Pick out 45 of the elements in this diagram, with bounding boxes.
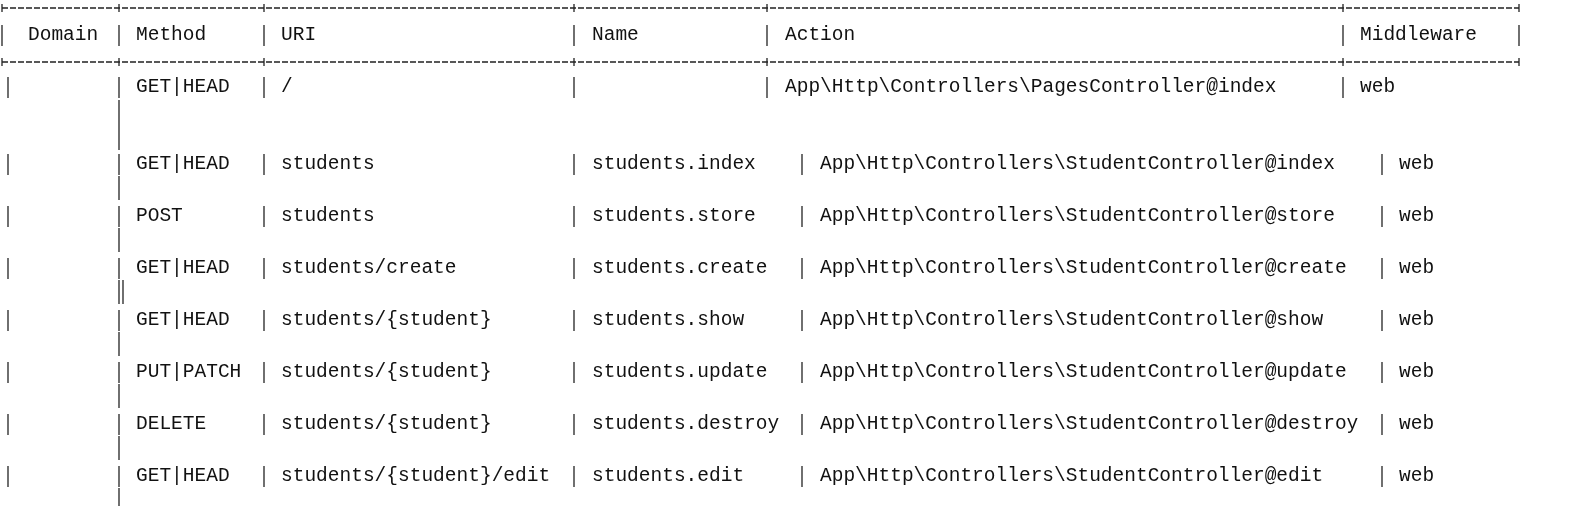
action-text: App\Http\Controllers\StudentController@update bbox=[820, 361, 1347, 383]
uri-text: students/{student}/edit bbox=[281, 465, 551, 487]
middleware-text: web bbox=[1399, 465, 1435, 487]
column-header: Domain bbox=[28, 24, 99, 46]
middleware-text: web bbox=[1399, 309, 1435, 331]
route-name-text: students.update bbox=[592, 361, 768, 383]
action-text: App\Http\Controllers\PagesController@index bbox=[785, 76, 1277, 98]
middleware-text: web bbox=[1399, 153, 1435, 175]
method-text: GET|HEAD bbox=[136, 153, 230, 175]
uri-text: / bbox=[281, 76, 293, 98]
middleware-text: web bbox=[1360, 76, 1396, 98]
column-header: Method bbox=[136, 24, 207, 46]
middleware-text: web bbox=[1399, 205, 1435, 227]
action-text: App\Http\Controllers\StudentController@edit bbox=[820, 465, 1324, 487]
action-text: App\Http\Controllers\StudentController@create bbox=[820, 257, 1347, 279]
action-text: App\Http\Controllers\StudentController@show bbox=[820, 309, 1324, 331]
middleware-text: web bbox=[1399, 413, 1435, 435]
action-text: App\Http\Controllers\StudentController@destroy bbox=[820, 413, 1359, 435]
route-name-text: students.create bbox=[592, 257, 768, 279]
route-name-text: students.store bbox=[592, 205, 756, 227]
route-name-text: students.destroy bbox=[592, 413, 780, 435]
middleware-text: web bbox=[1399, 257, 1435, 279]
method-text: GET|HEAD bbox=[136, 309, 230, 331]
method-text: PUT|PATCH bbox=[136, 361, 242, 383]
uri-text: students/{student} bbox=[281, 413, 492, 435]
method-text: GET|HEAD bbox=[136, 465, 230, 487]
method-text: GET|HEAD bbox=[136, 257, 230, 279]
uri-text: students/create bbox=[281, 257, 457, 279]
column-header: Middleware bbox=[1360, 24, 1478, 46]
uri-text: students bbox=[281, 205, 375, 227]
uri-text: students bbox=[281, 153, 375, 175]
method-text: POST bbox=[136, 205, 183, 227]
middleware-text: web bbox=[1399, 361, 1435, 383]
method-text: GET|HEAD bbox=[136, 76, 230, 98]
route-name-text: students.edit bbox=[592, 465, 745, 487]
route-name-text: students.show bbox=[592, 309, 745, 331]
method-text: DELETE bbox=[136, 413, 207, 435]
route-name-text: students.index bbox=[592, 153, 756, 175]
column-header: Name bbox=[592, 24, 639, 46]
column-header: URI bbox=[281, 24, 317, 46]
action-text: App\Http\Controllers\StudentController@store bbox=[820, 205, 1335, 227]
column-header: Action bbox=[785, 24, 856, 46]
uri-text: students/{student} bbox=[281, 361, 492, 383]
action-text: App\Http\Controllers\StudentController@index bbox=[820, 153, 1335, 175]
uri-text: students/{student} bbox=[281, 309, 492, 331]
